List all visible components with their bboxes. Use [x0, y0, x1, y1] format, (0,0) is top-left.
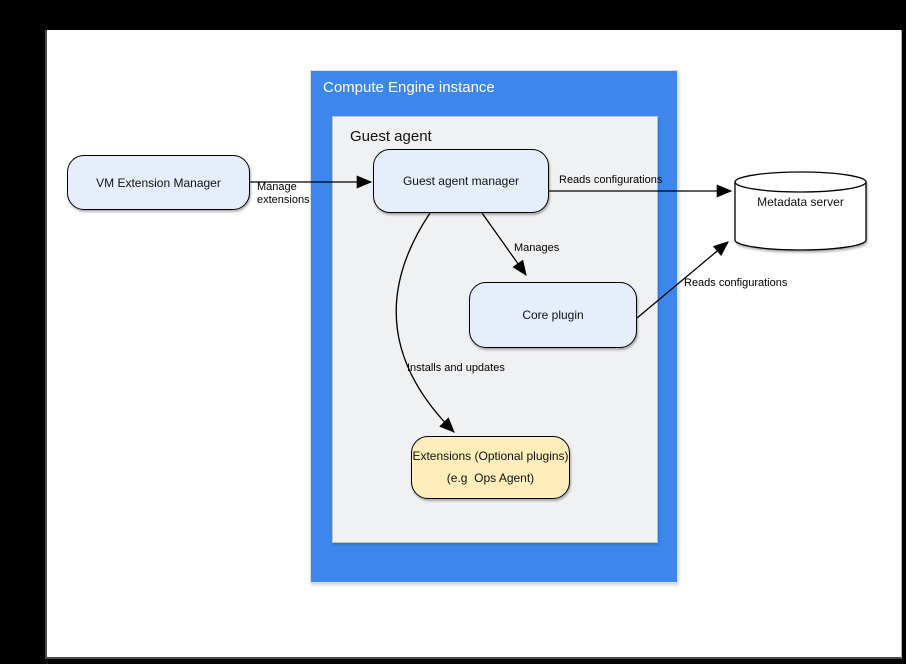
node-vm-extension-manager: VM Extension Manager [67, 155, 250, 210]
edge-reads-configurations-core [636, 241, 729, 319]
edge-label-reads-configurations-manager: Reads configurations [559, 174, 663, 186]
node-core-plugin: Core plugin [469, 282, 637, 348]
edge-label-reads-configurations-core: Reads configurations [684, 277, 788, 289]
edge-label-manages: Manages [514, 242, 560, 254]
diagram-canvas: Compute Engine instance Guest agent VM E… [45, 30, 902, 659]
edge-manages [481, 212, 527, 277]
compute-engine-instance-title: Compute Engine instance [323, 79, 495, 96]
guest-agent-title: Guest agent [350, 128, 432, 145]
metadata-server-cylinder [734, 171, 867, 251]
edge-installs-and-updates [395, 212, 455, 433]
node-extensions-optional-plugins: Extensions (Optional plugins) (e.g Ops A… [411, 436, 570, 499]
node-metadata-server-label: Metadata server [757, 195, 844, 209]
edge-label-manage-extensions: Manage extensions [257, 181, 310, 206]
edges-layer [250, 171, 867, 433]
node-guest-agent-manager: Guest agent manager [373, 149, 549, 213]
edge-label-installs-and-updates: Installs and updates [407, 362, 505, 374]
